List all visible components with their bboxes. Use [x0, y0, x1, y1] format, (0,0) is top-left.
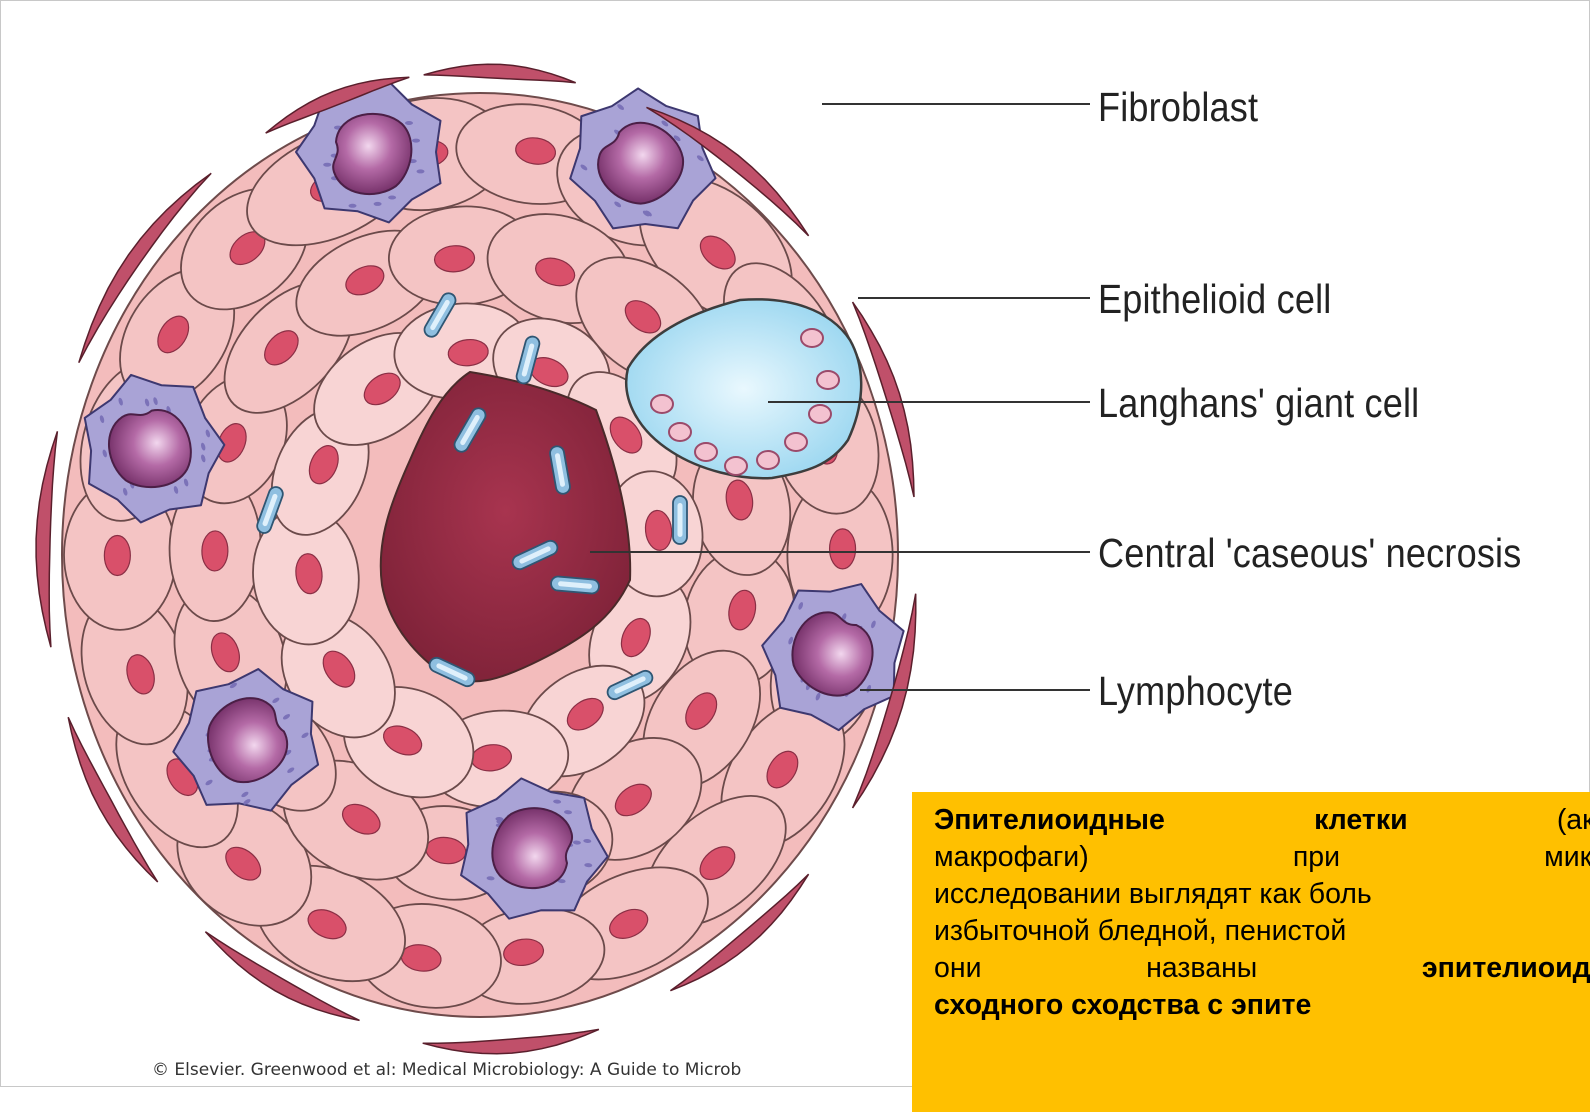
label-langhans-giant-cell: Langhans' giant cell [1098, 380, 1419, 427]
lymphocyte-nucleus [333, 114, 411, 194]
giant-cell-nucleus [651, 395, 673, 413]
giant-cell-nucleus [757, 451, 779, 469]
note-text: сходного сходства с эпите [934, 987, 1311, 1024]
note-term-epithelioid: Эпителиоидные [934, 802, 1165, 839]
bacillus [550, 576, 599, 594]
giant-cell-nucleus [801, 329, 823, 347]
note-line-3: исследовании выглядят как боль [934, 876, 1590, 913]
note-line-6: сходного сходства с эпите [934, 987, 1590, 1024]
note-text: при [1293, 839, 1340, 876]
giant-cell-nucleus [725, 457, 747, 475]
label-epithelioid-cell: Epithelioid cell [1098, 276, 1331, 323]
fibroblast [424, 64, 576, 83]
note-text: названы [1146, 950, 1257, 987]
fibroblast [423, 1029, 599, 1053]
giant-cell-nucleus [817, 371, 839, 389]
note-text: они [934, 950, 982, 987]
label-fibroblast: Fibroblast [1098, 84, 1258, 131]
note-line-2: макрофаги) при микр [934, 839, 1590, 876]
note-term-epithelioid-2: эпителиоидн [1422, 950, 1590, 987]
giant-cell-nucleus [785, 433, 807, 451]
note-text: макрофаги) [934, 839, 1089, 876]
note-box: Эпителиоидные клетки (акт макрофаги) при… [912, 792, 1590, 1112]
giant-cell-nucleus [669, 423, 691, 441]
giant-cell-nucleus [809, 405, 831, 423]
note-term-cells: клетки [1314, 802, 1408, 839]
giant-cell-nucleus [695, 443, 717, 461]
label-caseous-necrosis: Central 'caseous' necrosis [1098, 530, 1521, 577]
cell-nucleus [104, 535, 130, 575]
cell-nucleus [201, 531, 228, 572]
bacillus [673, 496, 687, 544]
label-lymphocyte: Lymphocyte [1098, 668, 1293, 715]
note-text: избыточной бледной, пенистой [934, 913, 1346, 950]
note-line-4: избыточной бледной, пенистой [934, 913, 1590, 950]
note-text: (акт [1557, 802, 1590, 839]
note-text: исследовании выглядят как боль [934, 876, 1372, 913]
note-line-1: Эпителиоидные клетки (акт [934, 802, 1590, 839]
copyright-text: © Elsevier. Greenwood et al: Medical Mic… [152, 1060, 741, 1080]
note-line-5: они названы эпителиоидн [934, 950, 1590, 987]
fibroblast [36, 431, 57, 647]
cell-nucleus [830, 529, 856, 569]
note-text: микр [1544, 839, 1590, 876]
